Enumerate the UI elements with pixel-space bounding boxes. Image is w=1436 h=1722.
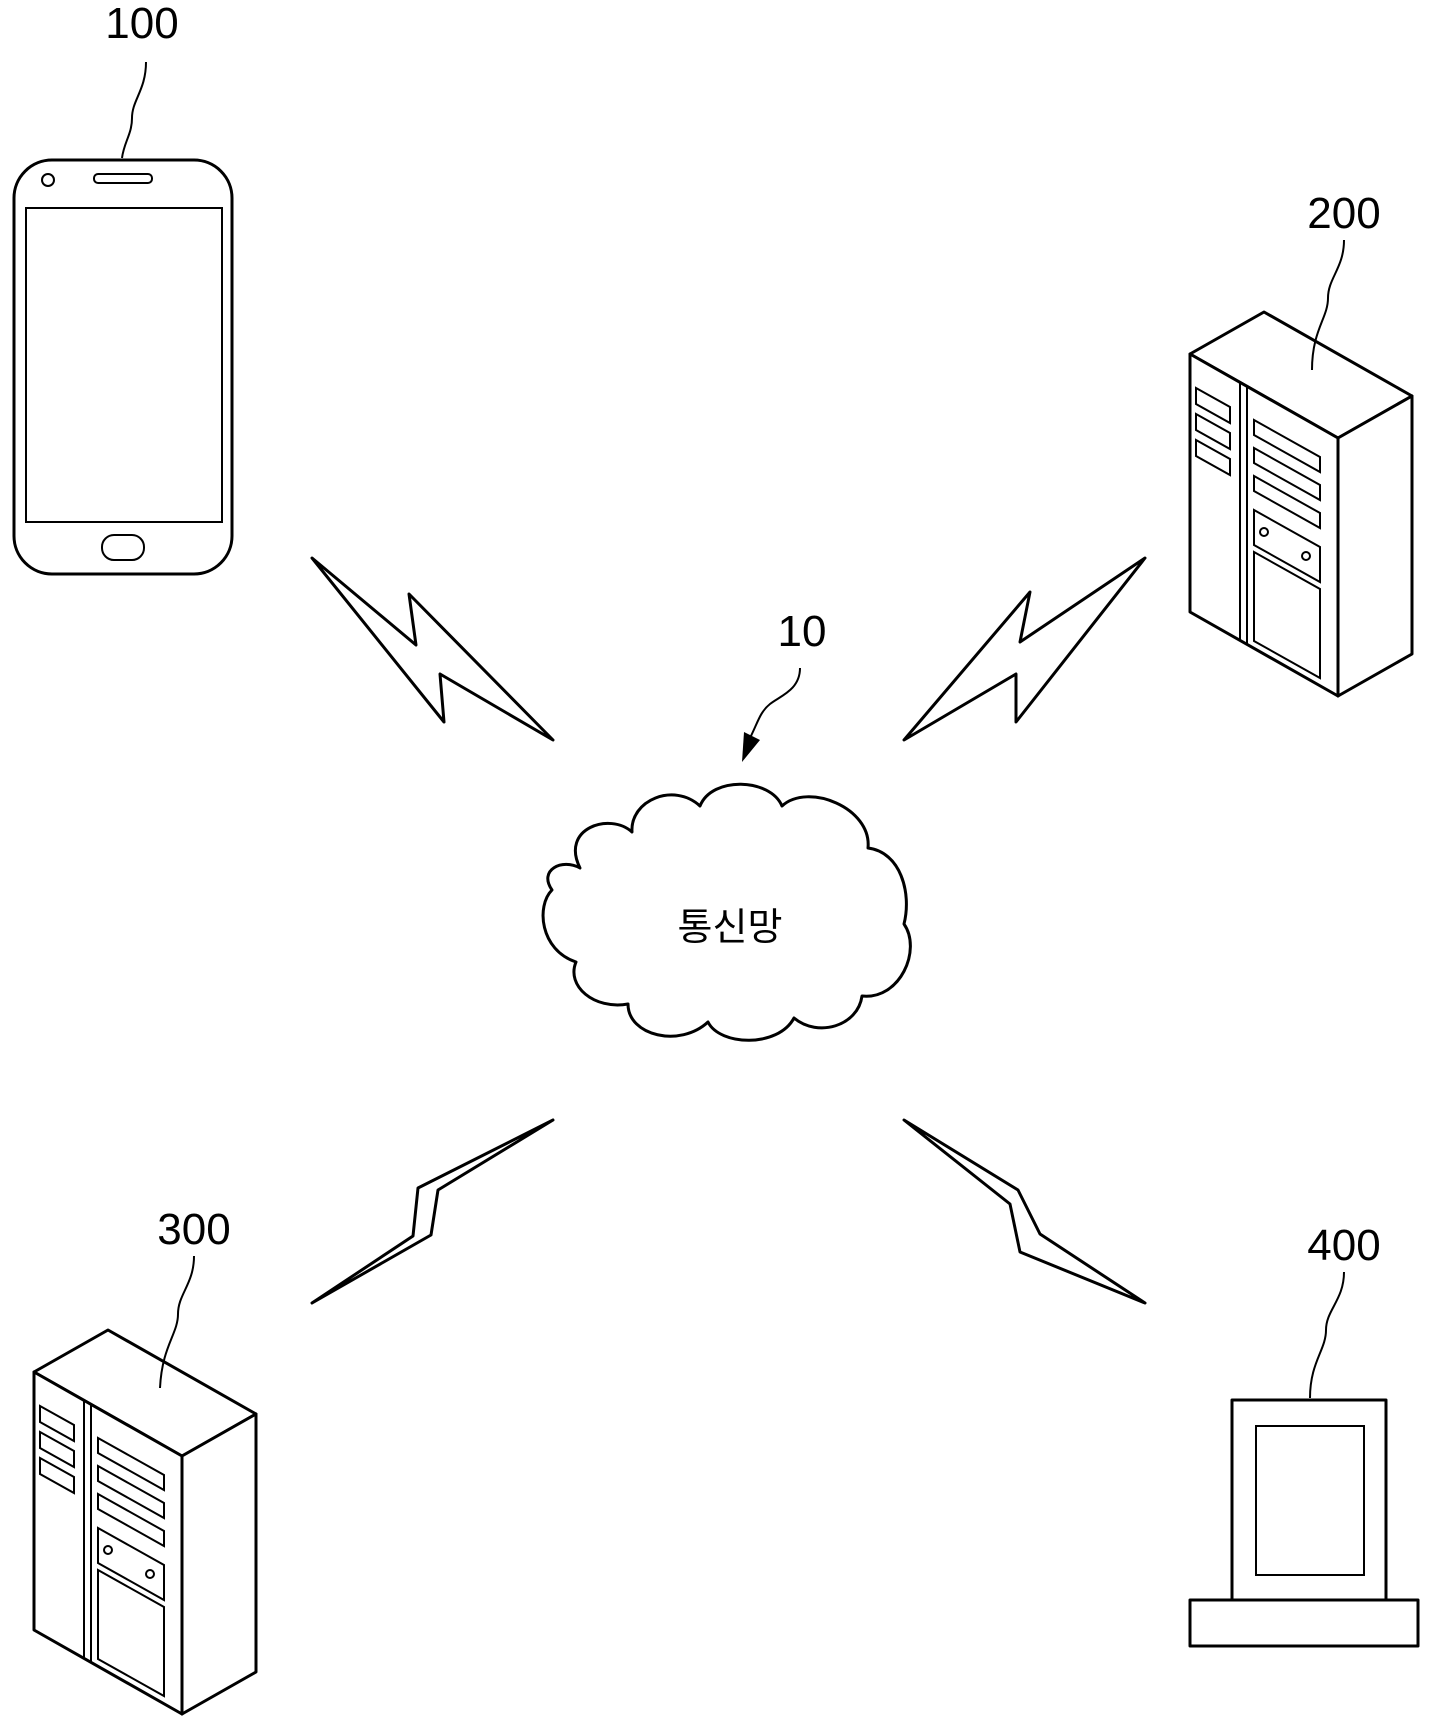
server-b-ref-label: 300 [157,1205,230,1254]
wireless-link-smartphone [310,556,555,742]
terminal-device [1188,1398,1420,1648]
server-a-leader-line [1311,239,1345,371]
network-label: 통신망 [678,905,783,949]
smartphone-device [12,158,234,576]
terminal-leader-line [1309,1271,1345,1399]
terminal-ref-label: 400 [1307,1221,1380,1270]
server-b-leader-line [159,1255,195,1389]
smartphone-leader-line [121,61,147,159]
smartphone-ref-label: 100 [105,0,178,48]
network-ref-label: 10 [778,607,827,656]
server-a-ref-label: 200 [1307,189,1380,238]
wireless-link-server-b [310,1118,555,1305]
wireless-link-terminal [902,1118,1147,1305]
network-leader-line [749,667,801,739]
wireless-link-server-a [902,556,1147,742]
server-a-device [1188,310,1414,698]
network-leader-arrowhead [742,732,760,762]
server-b-device [32,1328,258,1716]
network-cloud [541,782,912,1042]
